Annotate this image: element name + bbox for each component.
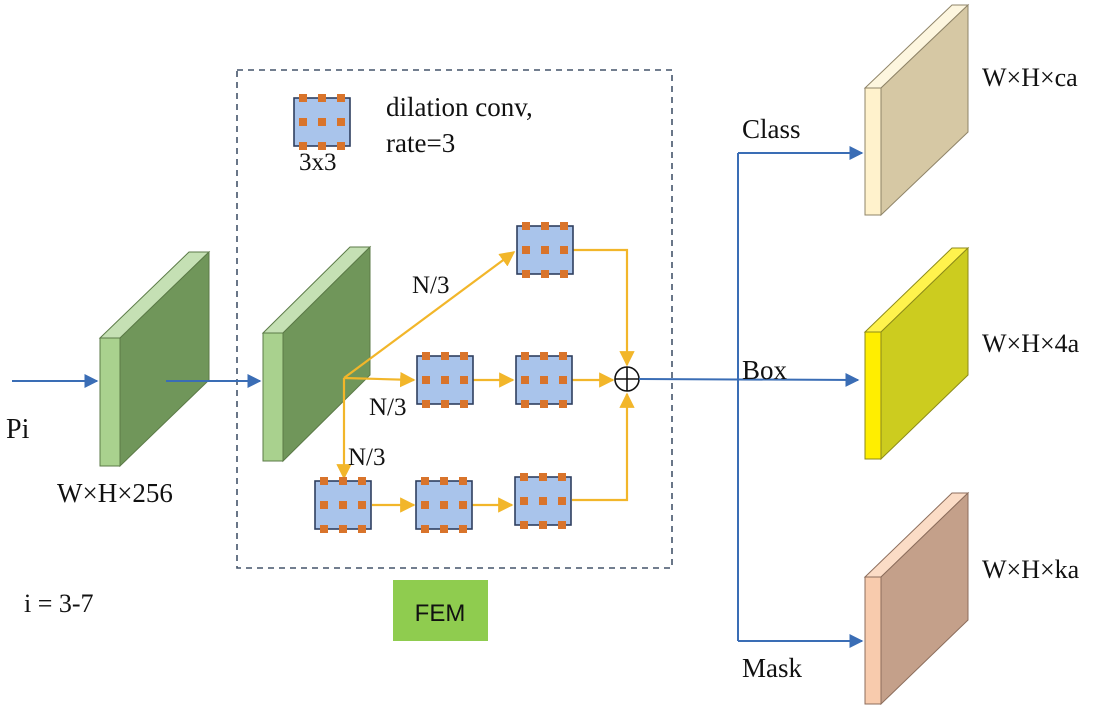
- input-label: Pi: [6, 414, 30, 445]
- output-mask-dims: W×H×ka: [982, 555, 1080, 584]
- legend-conv-icon: [293, 93, 351, 151]
- class-output-tensor: [863, 3, 970, 217]
- fem-label: FEM: [415, 600, 466, 627]
- branch-label-top: N/3: [412, 272, 450, 299]
- output-box-name: Box: [742, 355, 788, 385]
- output-box-dims: W×H×4a: [982, 329, 1080, 358]
- fem-feature-map: [261, 245, 372, 463]
- output-mask-name: Mask: [742, 653, 802, 683]
- conv-block-top: [516, 221, 574, 279]
- branch-label-bottom: N/3: [348, 444, 386, 471]
- branch-label-mid: N/3: [369, 394, 407, 421]
- conv-block-bottom-2: [415, 476, 473, 534]
- input-dims: W×H×256: [57, 478, 173, 508]
- legend-desc-line1: dilation conv,: [386, 92, 533, 122]
- output-connectors: [638, 146, 864, 648]
- input-feature-map: [98, 250, 211, 468]
- box-output-tensor: [863, 246, 970, 461]
- level-range: i = 3-7: [24, 589, 94, 618]
- sum-node: [614, 366, 640, 392]
- legend-desc-line2: rate=3: [386, 128, 455, 158]
- legend-kernel-size: 3x3: [299, 149, 337, 176]
- mask-output-tensor: [863, 491, 970, 706]
- conv-block-bottom-3: [514, 472, 572, 530]
- fem-badge: [393, 580, 488, 641]
- conv-block-bottom-1: [314, 476, 372, 534]
- branch-connectors: [336, 248, 635, 513]
- conv-block-mid-2: [515, 351, 573, 409]
- output-class-dims: W×H×ca: [982, 63, 1078, 92]
- conv-block-mid-1: [416, 351, 474, 409]
- fem-dashed-region: [236, 69, 673, 569]
- output-class-name: Class: [742, 114, 801, 144]
